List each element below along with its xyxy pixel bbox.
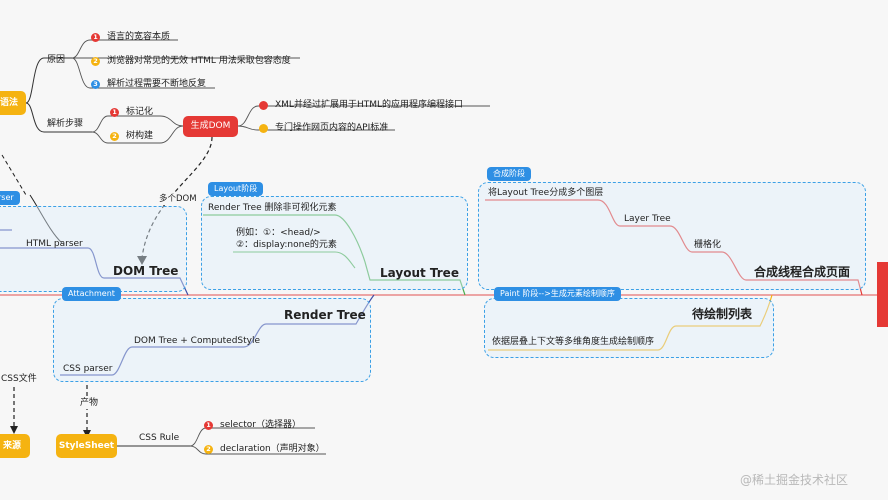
stylesheet-node[interactable]: StyleSheet xyxy=(56,434,117,458)
dom-tree-label: DOM Tree xyxy=(113,264,179,278)
reason-1-badge: 1 xyxy=(91,33,100,42)
dom-item-1-text: XML并经过扩展用于HTML的应用程序编程接口 xyxy=(275,100,463,110)
dom-item-2-text: 专门操作网页内容的API标准 xyxy=(275,123,389,133)
composite-stage-zone xyxy=(478,182,866,290)
css-rule-2-badge: 2 xyxy=(204,445,213,454)
reason-1-text: 语言的宽容本质 xyxy=(107,32,171,42)
css-rule-1-text: selector（选择器） xyxy=(220,420,301,430)
html-parser-label: HTML parser xyxy=(26,239,83,249)
composite-stage-line1: 将Layout Tree分成多个图层 xyxy=(488,188,604,198)
css-rule-2-text: declaration（声明对象） xyxy=(220,444,325,454)
dom-item-2-dot xyxy=(259,124,268,133)
composite-page-label: 合成线程合成页面 xyxy=(754,265,851,279)
layout-stage-zone xyxy=(201,196,468,290)
layout-stage-tag: Layout阶段 xyxy=(208,182,264,196)
css-file-label: CSS文件 xyxy=(0,374,38,385)
paint-stage-tag: Paint 阶段-->生成元素绘制顺序 xyxy=(494,287,621,301)
parser-zone xyxy=(0,206,187,292)
reason-3-badge: 3 xyxy=(91,80,100,89)
attachment-zone xyxy=(53,298,371,382)
paint-list-label: 待绘制列表 xyxy=(692,307,753,321)
reason-label: 原因 xyxy=(47,55,66,65)
step-1-text: 标记化 xyxy=(126,107,154,117)
layout-tree-label: Layout Tree xyxy=(380,266,459,280)
step-2-text: 树构建 xyxy=(126,131,154,141)
css-parser-label: CSS parser xyxy=(63,364,113,374)
composite-stage-line2: Layer Tree xyxy=(624,214,671,224)
attachment-zone-tag: Attachment xyxy=(62,287,121,301)
layout-stage-example: 例如：①：<head/> xyxy=(236,228,321,238)
reason-2-badge: 2 xyxy=(91,57,100,66)
product-label: 产物 xyxy=(79,398,100,409)
composite-stage-line3: 栅格化 xyxy=(694,240,722,250)
multi-dom-label: 多个DOM xyxy=(157,194,199,205)
watermark-text: @稀土掘金技术社区 xyxy=(740,473,849,487)
parse-steps-label: 解析步骤 xyxy=(47,119,84,129)
source-node[interactable]: 来源 xyxy=(0,434,30,458)
grammar-node[interactable]: 语法 xyxy=(0,91,26,115)
reason-2-text: 浏览器对常见的无效 HTML 用法采取包容态度 xyxy=(107,56,291,66)
dom-item-1-dot xyxy=(259,101,268,110)
css-rule-label: CSS Rule xyxy=(139,433,180,443)
step-2-badge: 2 xyxy=(110,132,119,141)
parser-zone-tag: rser xyxy=(0,191,20,205)
paint-stage-line1: 依据层叠上下文等多维角度生成绘制顺序 xyxy=(492,337,655,347)
attachment-line1: DOM Tree + ComputedStyle xyxy=(134,336,261,346)
reason-3-text: 解析过程需要不断地反复 xyxy=(107,79,207,89)
render-tree-label: Render Tree xyxy=(284,308,366,322)
step-1-badge: 1 xyxy=(110,108,119,117)
layout-stage-example2: ②：display:none的元素 xyxy=(236,240,337,250)
css-rule-1-badge: 1 xyxy=(204,421,213,430)
composite-stage-tag: 合成阶段 xyxy=(487,167,531,181)
paint-stage-zone xyxy=(484,298,774,358)
generate-dom-node[interactable]: 生成DOM xyxy=(183,116,238,137)
layout-stage-line1: Render Tree 删除非可视化元素 xyxy=(208,203,337,213)
